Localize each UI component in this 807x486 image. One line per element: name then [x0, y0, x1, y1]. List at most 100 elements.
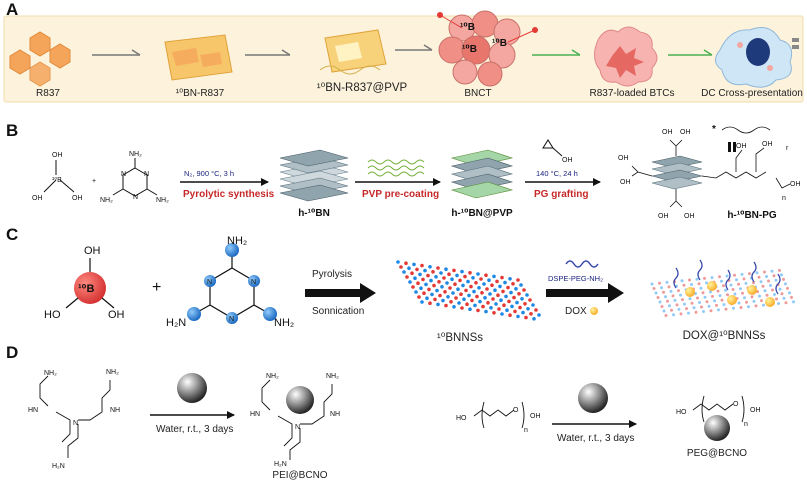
oh-pg-4: OH	[620, 179, 631, 186]
lattice-atom	[492, 274, 496, 279]
lattice-atom	[440, 285, 444, 289]
lattice-atom	[757, 275, 761, 279]
lattice-atom	[780, 292, 784, 296]
panel-d: D NH₂ NH₂ HN NH N H₂N Water, r.t., 3 day…	[6, 343, 761, 481]
lattice-atom	[675, 303, 679, 307]
boric-acid-structure-c: OH HO OH ¹⁰B	[44, 245, 125, 321]
lattice-atom	[452, 268, 456, 273]
peg-chain-icon	[751, 261, 757, 283]
hbn-pvp-stack-icon	[450, 149, 514, 199]
lattice-atom	[731, 288, 735, 291]
lattice-atom	[488, 292, 492, 296]
lattice-atom	[487, 278, 491, 283]
lattice-atom	[735, 278, 738, 282]
r837-molecule-icon	[9, 31, 71, 87]
lattice-atom	[491, 297, 495, 301]
melamine-structure-c: NH₂ NH₂ H₂N N N N	[166, 235, 294, 329]
lattice-atom	[508, 313, 512, 318]
hbn-pg-structure: OH OH OH OH OH OH OH OH OH r n *	[618, 124, 801, 220]
lattice-atom	[537, 313, 541, 317]
lattice-atom	[752, 281, 755, 285]
oh-pg-2: OH	[680, 129, 691, 136]
lattice-atom	[509, 290, 513, 295]
lattice-atom	[428, 265, 432, 269]
nh-d: NH	[110, 407, 120, 414]
lattice-atom	[453, 282, 457, 287]
lattice-atom	[514, 287, 518, 291]
lattice-atom	[671, 294, 675, 298]
h2n-d: H₂N	[52, 463, 65, 470]
boron-atom-c: ¹⁰B	[78, 283, 94, 295]
lattice-atom	[660, 305, 664, 308]
peg-chain-icon	[725, 269, 731, 291]
nh2-b1: NH₂	[129, 151, 142, 158]
lattice-atom	[423, 268, 427, 273]
lattice-atom	[420, 300, 424, 304]
lattice-atom	[475, 294, 479, 299]
lattice-atom	[507, 299, 511, 304]
dox-particle-icon	[727, 295, 737, 305]
product-dox-bnns: DOX@¹⁰BNNSs	[683, 330, 766, 342]
caption-bn-r837-pvp: ¹⁰BN-R837@PVP	[317, 82, 408, 94]
lattice-atom	[428, 301, 432, 306]
lattice-atom	[413, 276, 417, 281]
lattice-atom	[508, 277, 512, 281]
nh2-c1: NH₂	[227, 235, 247, 247]
lattice-atom	[744, 281, 748, 285]
lattice-atom	[516, 278, 520, 282]
lattice-atom	[421, 277, 425, 282]
lattice-atom	[778, 287, 782, 291]
lattice-atom	[660, 286, 663, 290]
lattice-atom	[664, 295, 667, 299]
oh-c1: OH	[84, 245, 101, 257]
lattice-atom	[447, 272, 451, 277]
lattice-atom	[703, 276, 706, 280]
lattice-atom	[652, 287, 656, 290]
hn-d2: HN	[250, 411, 260, 418]
lattice-atom	[500, 312, 504, 316]
lattice-atom	[437, 280, 441, 284]
h2n-c: H₂N	[166, 317, 186, 329]
panel-d-label: D	[6, 343, 18, 362]
lattice-atom	[778, 268, 781, 272]
lattice-atom	[454, 296, 458, 300]
lattice-atom	[448, 286, 452, 290]
oh-label-b2: OH	[32, 195, 43, 202]
lattice-atom	[682, 283, 686, 287]
lattice-atom	[775, 297, 778, 301]
lattice-atom	[662, 309, 666, 313]
peg-chain-icon	[673, 267, 679, 289]
lattice-atom	[510, 304, 514, 309]
lattice-atom	[752, 299, 756, 303]
lattice-atom	[476, 308, 480, 313]
lattice-atom	[696, 296, 699, 300]
o-atom-d2: O	[733, 401, 739, 408]
lattice-atom	[436, 302, 440, 307]
lattice-atom	[755, 271, 759, 275]
subscript-n-d1: n	[524, 427, 528, 434]
lattice-atom	[739, 287, 742, 291]
step-pvp: PVP pre-coating	[362, 189, 439, 200]
pg-branch-icon	[721, 126, 771, 134]
n-atom-c2: N	[229, 316, 234, 323]
reagent-dspe: DSPE-PEG-NH₂	[548, 274, 603, 283]
lattice-atom	[786, 286, 789, 290]
lattice-atom	[782, 296, 786, 300]
lattice-atom	[425, 296, 429, 301]
lattice-atom	[722, 284, 725, 288]
lattice-atom	[469, 284, 473, 289]
nh2-b3: NH₂	[100, 197, 113, 204]
lattice-atom	[461, 283, 465, 288]
lattice-atom	[501, 289, 505, 294]
product-pei-bcno: PEI@BCNO	[272, 470, 327, 481]
lattice-atom	[404, 261, 408, 266]
caption-btcs: R837-loaded BTCs	[589, 88, 674, 99]
lattice-atom	[419, 286, 423, 291]
dox-label: DOX	[565, 306, 587, 317]
n-atom-c1: N	[251, 279, 256, 286]
oh-glycidol: OH	[562, 157, 573, 164]
lattice-atom	[687, 311, 690, 315]
oh-c2: OH	[108, 309, 125, 321]
oh-pg-8: OH	[762, 141, 773, 148]
lattice-atom	[677, 307, 681, 311]
